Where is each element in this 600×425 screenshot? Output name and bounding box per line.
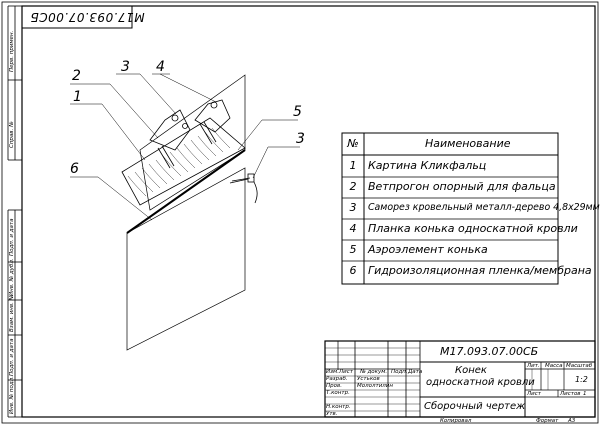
role-developer: Разраб.: [326, 376, 348, 382]
callout-4: 4: [156, 59, 165, 75]
spec-row-name: Ветпрогон опорный для фальца: [368, 180, 556, 193]
spec-row-num: 5: [349, 243, 357, 256]
left-margin-grid: [7, 5, 22, 418]
spec-row-name: Гидроизоляционная пленка/мембрана: [368, 264, 592, 277]
mass-label: Масса: [545, 363, 563, 369]
role-developer-name: Устьков: [357, 376, 380, 382]
role-norm-control: Н.контр.: [326, 404, 351, 410]
sheets-label: Листов: [560, 391, 581, 397]
spec-row-num: 3: [349, 201, 357, 214]
spec-header-num: №: [347, 137, 359, 150]
col-header-sign: Подп.: [391, 369, 408, 375]
membrane-sheet: [126, 167, 246, 351]
spec-row-num: 6: [349, 264, 357, 277]
title-designation: М17.093.07.00СБ: [440, 345, 539, 358]
seam-clamps: [149, 99, 231, 169]
membrane-edge: [126, 149, 246, 234]
sheet-label: Лист: [527, 391, 541, 397]
top-code-box: [21, 5, 133, 29]
col-header-sheet: Лист: [339, 369, 353, 375]
margin-label-sign-date-1: Подп. и дата: [9, 218, 15, 256]
col-header-date: Дата: [408, 369, 423, 375]
spec-header-name: Наименование: [425, 137, 511, 150]
format-value: А3: [568, 418, 576, 424]
spec-row-name: Аэроэлемент конька: [368, 243, 488, 256]
col-header-change: Изм.: [326, 369, 339, 375]
leader-lines: [70, 73, 300, 221]
ridge-plank: [121, 117, 246, 206]
role-approved: Утв.: [326, 411, 338, 417]
spec-row-name: Саморез кровельный металл-дерево 4,8х29м…: [368, 202, 600, 213]
margin-label-dup-inv: Инв. № дубл.: [9, 258, 15, 296]
spec-row-num: 2: [349, 180, 357, 193]
spec-row-name: Планка конька односкатной кровли: [368, 222, 578, 235]
sheets-value: 1: [583, 391, 587, 397]
margin-label-orig-inv: Инв. № подл.: [9, 376, 15, 414]
spec-table-grid: [341, 132, 559, 285]
ridge-assembly-drawing: [70, 73, 300, 351]
title-block-grid: [324, 340, 596, 418]
title-doc-type: Сборочный чертеж: [424, 401, 526, 412]
format-label: Формат: [536, 418, 559, 424]
margin-label-first-use: Перв. примен.: [9, 30, 15, 72]
spec-row-name: Картина Кликфальц: [368, 159, 487, 172]
margin-label-sign-date-2: Подп. и дата: [9, 338, 15, 376]
title-line-2: односкатной кровли: [426, 377, 535, 388]
role-checker-name: Мололтилин: [357, 383, 393, 389]
aeroelement-hatch: [127, 127, 231, 197]
scale-value: 1:2: [575, 375, 588, 384]
callout-2: 2: [72, 68, 81, 84]
lit-label: Лит.: [527, 363, 540, 369]
margin-label-repl-inv: Взам. инв. №: [9, 294, 15, 332]
spec-row-num: 1: [349, 159, 357, 172]
spec-row-num: 4: [349, 222, 357, 235]
callout-3-right: 3: [296, 131, 305, 147]
top-designation: М17.093.07.00СБ: [30, 10, 145, 24]
callout-6: 6: [70, 161, 79, 177]
scale-label: Масштаб: [566, 363, 593, 369]
role-checker: Пров.: [326, 383, 342, 389]
copied-label: Копировал: [440, 418, 472, 424]
callout-3-top: 3: [121, 59, 130, 75]
screw-3: [229, 173, 258, 204]
role-tech-control: Т.контр.: [326, 390, 350, 396]
callout-5: 5: [293, 104, 302, 120]
title-line-1: Конек: [455, 365, 487, 376]
col-header-doc-no: № докум.: [360, 369, 388, 375]
callout-1: 1: [73, 89, 82, 105]
margin-label-ref-no: Справ. №: [9, 121, 15, 148]
inner-frame: [21, 5, 596, 418]
